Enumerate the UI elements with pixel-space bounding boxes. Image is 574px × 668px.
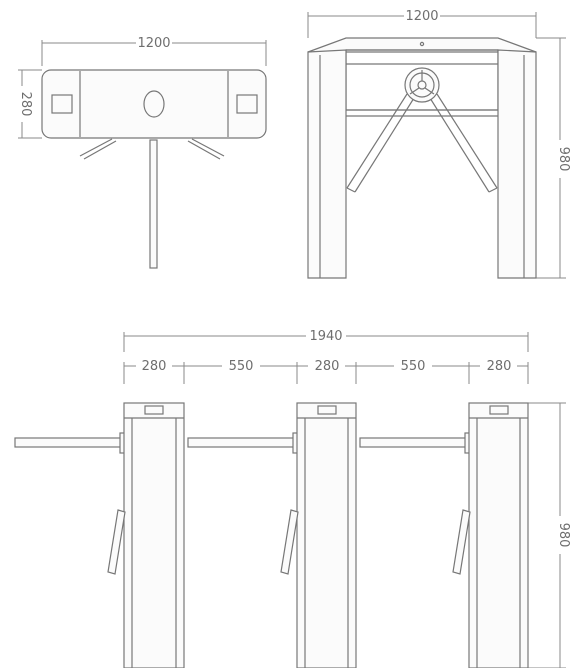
top-view-arms <box>79 138 225 269</box>
top-view-depth-label: 280 <box>18 92 33 117</box>
unit-1-cabinet <box>123 402 185 668</box>
side-view: 1940 280 550 280 550 280 <box>14 329 571 668</box>
front-view: 1200 980 <box>307 9 571 279</box>
segment-label-1: 280 <box>142 359 167 374</box>
unit-3-cabinet <box>468 402 529 668</box>
top-view-depth-dimension: 280 <box>18 69 42 139</box>
unit-3-reader-icon <box>489 405 509 415</box>
unit-2-down-arm <box>280 509 299 575</box>
turnstile-unit-1 <box>14 402 185 668</box>
segment-label-5: 280 <box>487 359 512 374</box>
unit-1-down-arm <box>107 509 126 575</box>
segment-label-4: 550 <box>401 359 426 374</box>
front-view-left-post <box>307 49 347 279</box>
front-view-height-dimension: 980 <box>536 37 571 279</box>
front-view-width-dimension: 1200 <box>307 9 537 38</box>
segment-label-2: 550 <box>229 359 254 374</box>
top-view-straight-arm <box>149 139 158 269</box>
side-view-height-label: 980 <box>556 523 571 548</box>
unit-2-reader-icon <box>317 405 337 415</box>
side-view-total-dimension: 1940 <box>123 329 529 352</box>
top-view: 1200 280 <box>18 36 267 269</box>
side-view-segment-dimensions: 280 550 280 550 280 <box>123 359 529 384</box>
left-reader-icon <box>51 94 73 114</box>
right-reader-icon <box>236 94 258 114</box>
front-view-right-post <box>497 49 537 279</box>
unit-1-reader-icon <box>144 405 164 415</box>
front-view-rotor-hub-icon <box>404 67 440 103</box>
top-view-body <box>41 69 267 139</box>
unit-3-down-arm <box>452 509 471 575</box>
unit-3-horizontal-arm <box>359 437 469 448</box>
front-view-width-label: 1200 <box>405 9 438 24</box>
unit-2-cabinet <box>296 402 357 668</box>
side-view-height-dimension: 980 <box>528 402 571 668</box>
turnstile-unit-3 <box>359 402 529 668</box>
turnstile-unit-2 <box>187 402 357 668</box>
side-view-total-label: 1940 <box>309 329 342 344</box>
unit-2-horizontal-arm <box>187 437 297 448</box>
segment-label-3: 280 <box>315 359 340 374</box>
top-view-width-label: 1200 <box>137 36 170 51</box>
top-view-width-dimension: 1200 <box>41 36 267 66</box>
front-view-height-label: 980 <box>556 147 571 172</box>
front-view-tripod-arms <box>346 93 498 193</box>
rotor-hub-icon <box>143 90 165 118</box>
unit-1-horizontal-arm <box>14 437 124 448</box>
